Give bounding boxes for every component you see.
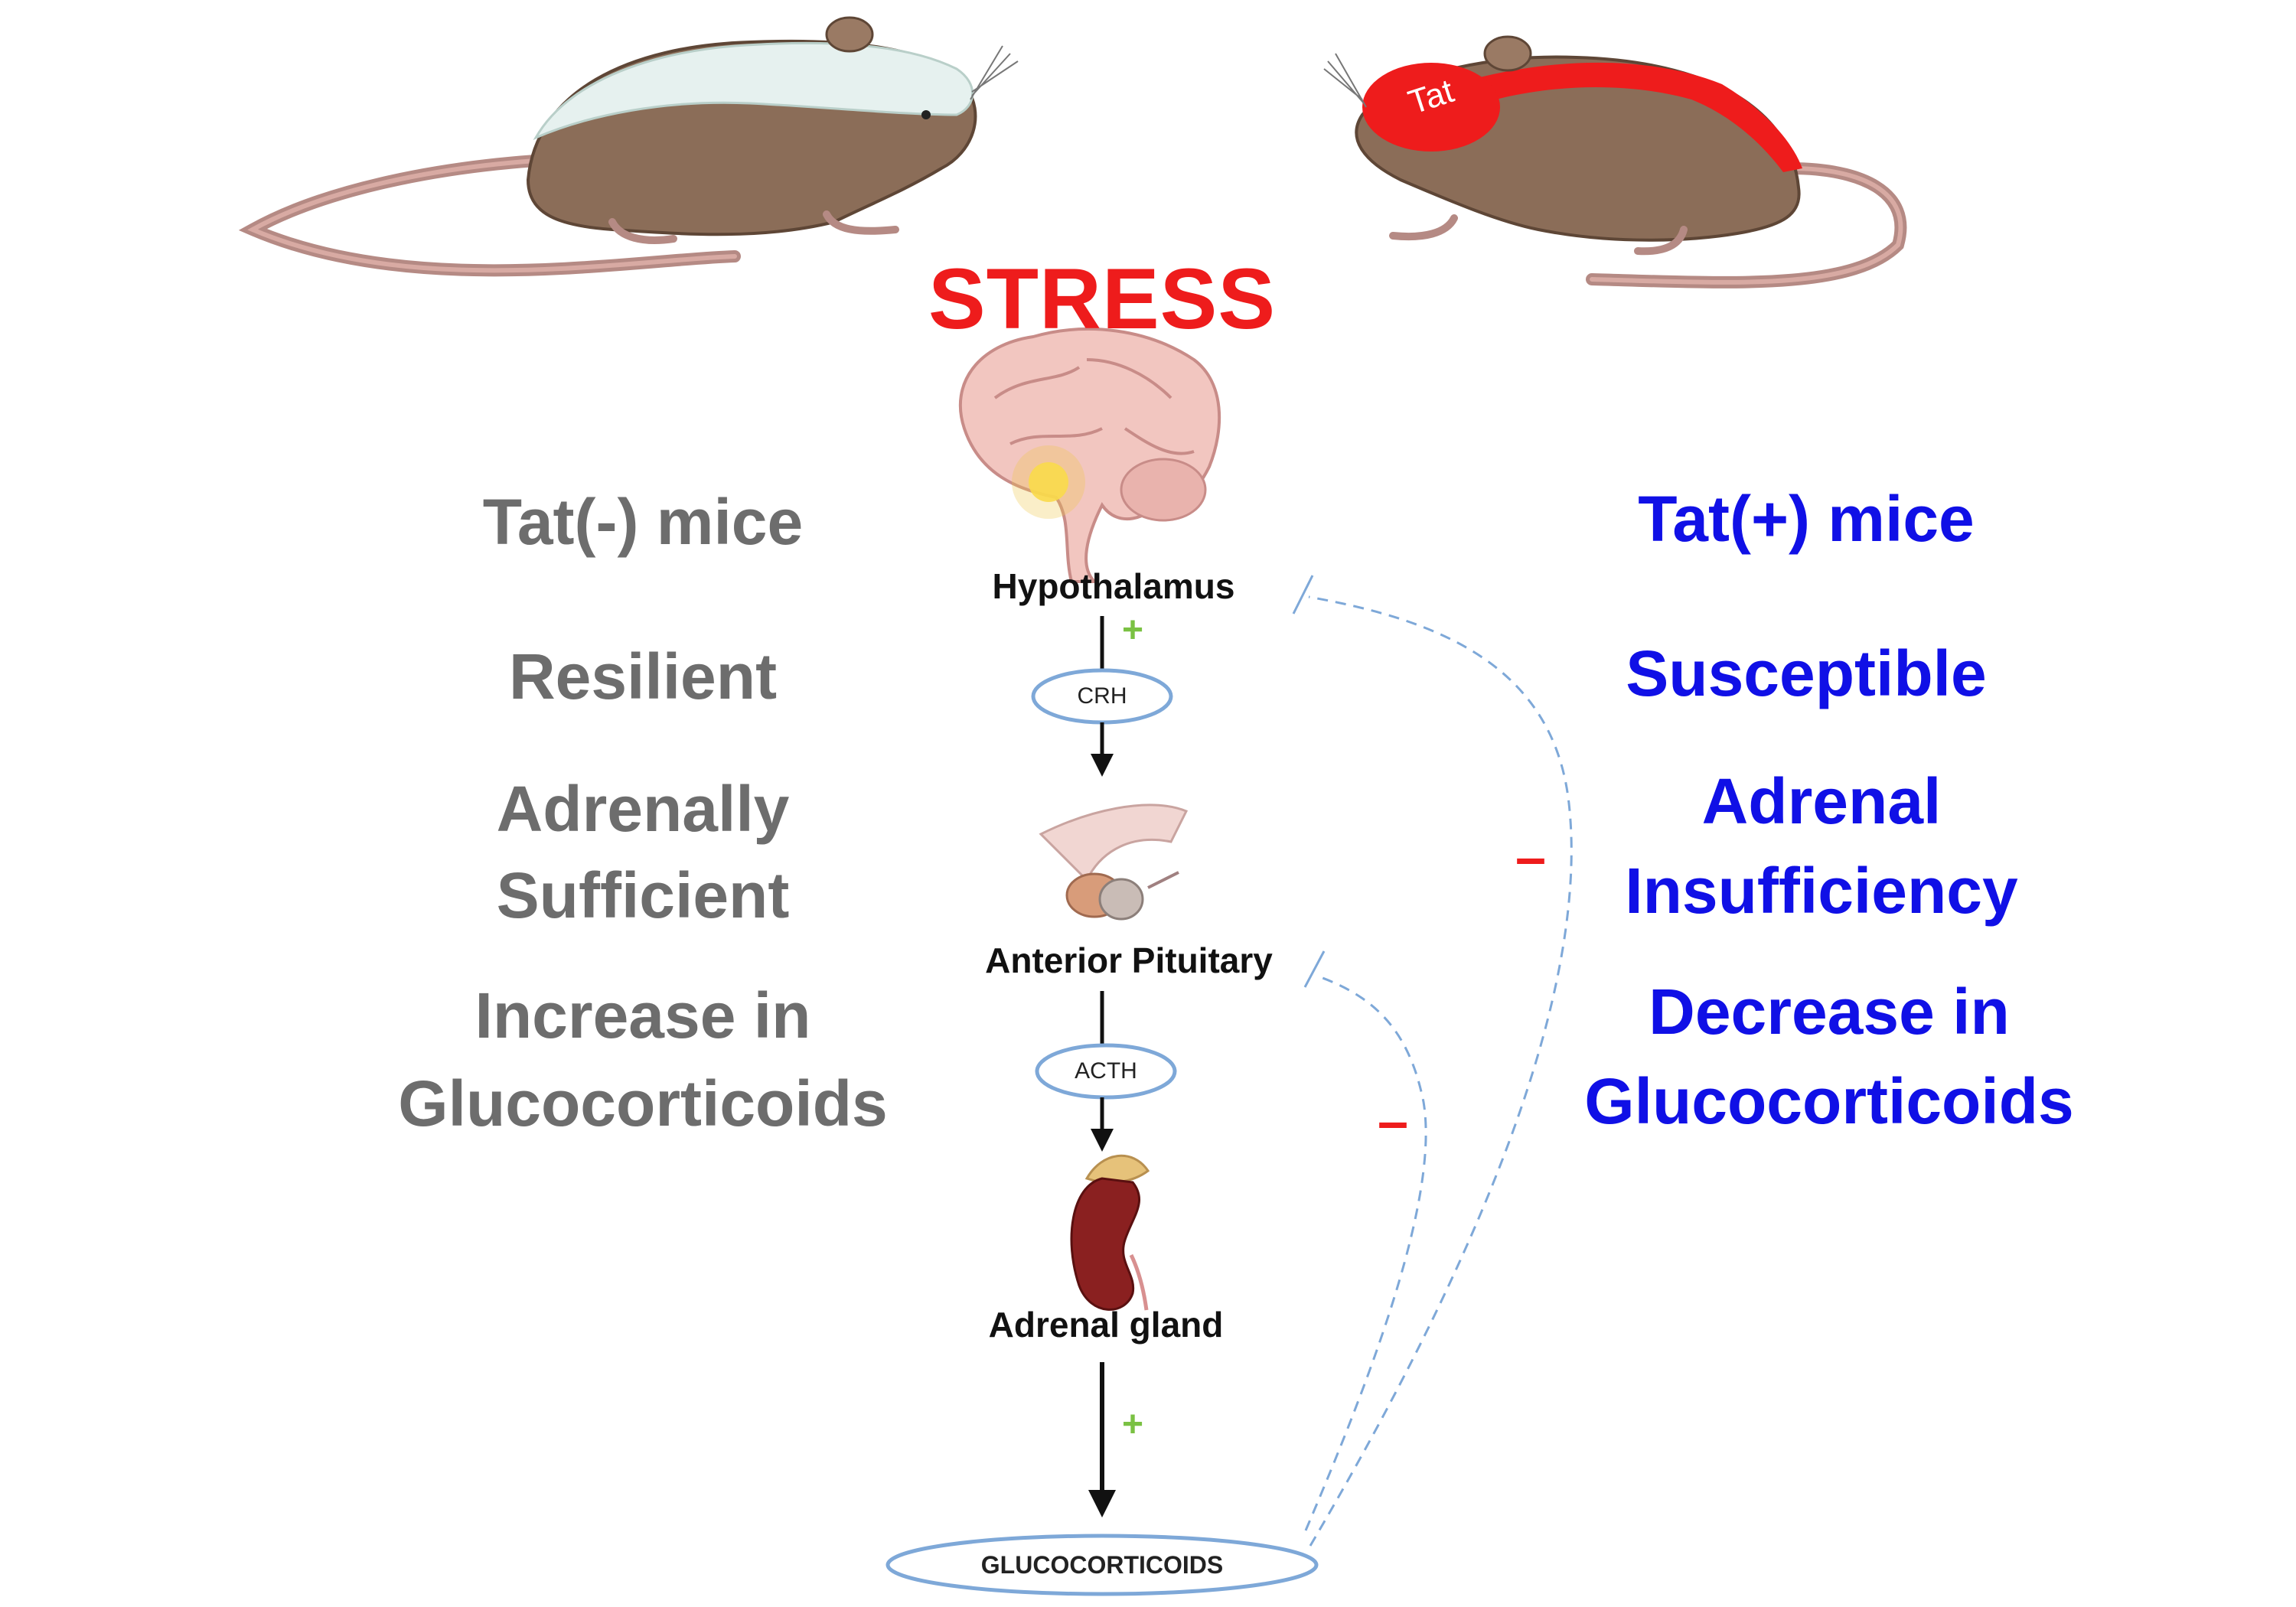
cerebellum [1120,458,1207,522]
acth-ellipse [1035,1043,1177,1100]
plus-sign-hypothalamus: + [1121,610,1144,650]
adrenal-illustration [1070,1154,1150,1311]
right-gc-line2: Glucocorticoids [1584,1065,2074,1137]
feedback-to-hypothalamus [1308,595,1573,1547]
left-group-label: Tat(-) mice [482,486,804,558]
glucocorticoids-label: GLUCOCORTICOIDS [980,1551,1224,1579]
ureter [1129,1253,1149,1311]
mouse-left-hind-leg [608,218,677,244]
adrenal-gland-label: Adrenal gland [988,1305,1224,1345]
mouse-left-overlay [533,41,974,141]
pituitary-gland-posterior [1098,878,1144,921]
right-gc-line1: Decrease in [1649,976,2010,1048]
stress-title: STRESS [928,251,1277,347]
left-phenotype-label: Resilient [508,641,778,712]
anterior-pituitary-label: Anterior Pituitary [985,940,1273,980]
plus-sign-adrenal: + [1121,1404,1144,1445]
pituitary-pointer [1147,871,1179,889]
right-phenotype-label: Susceptible [1626,637,1987,709]
mouse-right-overlay-stripe [1454,62,1802,173]
mouse-right-illustration [1323,35,1907,288]
feedback-hypothalamus-blocker [1292,575,1314,614]
mouse-left-eye [921,110,931,119]
left-gc-line2: Glucocorticoids [398,1068,888,1139]
mouse-right-hind-leg [1634,226,1688,256]
right-group-label: Tat(+) mice [1638,483,1975,555]
brain-shape [958,328,1221,583]
acth-label: ACTH [1075,1058,1137,1084]
brain-illustration [958,328,1221,583]
minus-sign-lower: – [1377,1091,1409,1152]
pituitary-stalk [1039,804,1189,882]
hypothalamus-highlight [1029,462,1068,502]
left-gc-line1: Increase in [475,980,811,1051]
glucocorticoids-ellipse [885,1534,1319,1596]
brain-folds [993,358,1195,455]
left-adrenal-line1: Adrenally [496,773,790,845]
mouse-left-whiskers [970,45,1019,100]
left-adrenal-line2: Sufficient [496,859,790,931]
mouse-left-front-leg [823,210,899,235]
right-adrenal-line1: Adrenal [1701,765,1942,837]
mouse-right-tail-inner [1590,166,1903,285]
hypothalamus-label: Hypothalamus [992,566,1235,606]
feedback-to-pituitary [1304,974,1427,1531]
mouse-right-head-overlay [1362,63,1500,152]
mouse-left-tail-inner [247,158,737,273]
mouse-right-front-leg [1389,214,1458,241]
kidney-shape [1070,1177,1141,1311]
right-adrenal-line2: Insufficiency [1625,855,2018,927]
mouse-right-whiskers [1323,53,1367,108]
minus-sign-upper: – [1515,827,1547,888]
pituitary-illustration [1039,804,1189,921]
mouse-left-illustration [238,16,1019,277]
hypothalamus-glow [1012,445,1085,519]
crh-label: CRH [1077,683,1127,709]
feedback-pituitary-blocker [1303,950,1326,988]
adrenal-cap [1084,1154,1150,1184]
mouse-right-ear [1483,35,1532,72]
mouse-left-ear [825,16,874,53]
